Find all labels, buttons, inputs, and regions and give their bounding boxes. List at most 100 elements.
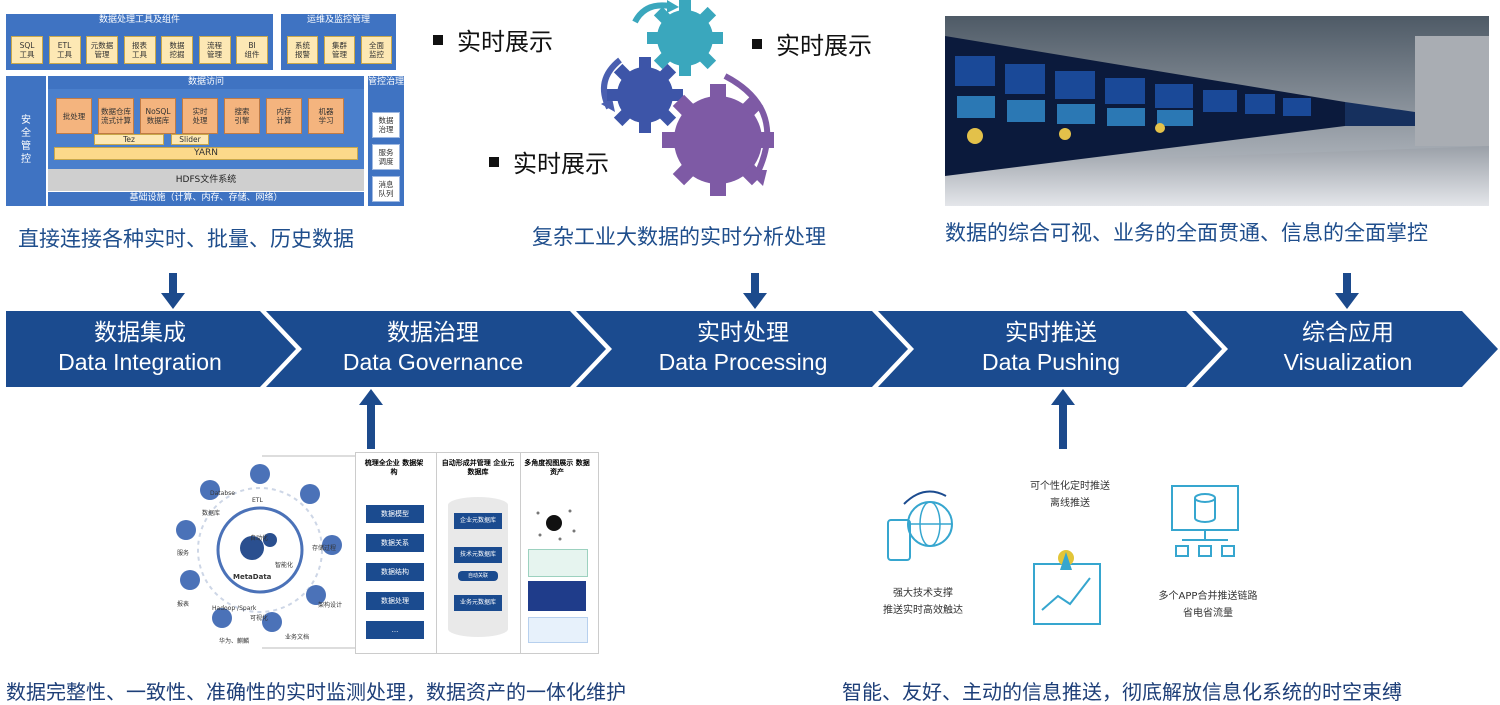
bullet-realtime-3: 实时展示 (489, 144, 609, 179)
bullet-square-icon (752, 39, 762, 49)
ring-inner-auto: 自动化 (250, 535, 269, 542)
up-arrow-icon (1051, 389, 1075, 449)
stage-en-label: Data Pushing (981, 349, 1121, 375)
ring-label-report: 报表 (177, 601, 190, 608)
yarn-bar: YARN (54, 147, 358, 160)
cycle-arrow-icon (632, 2, 671, 24)
security-label: 安全管控 (21, 115, 31, 165)
infra-bar: 基础设施（计算、内存、存储、网络） (48, 192, 364, 206)
col1-item: 数据结构 (366, 563, 424, 581)
globe-phone-icon (887, 490, 953, 561)
engine-box: 批处理 (56, 98, 92, 134)
control-room-photo (945, 16, 1489, 206)
governance-header: 管控治理 (368, 76, 404, 102)
bullet-realtime-2: 实时展示 (752, 26, 872, 61)
metadata-center-label: MetaData (233, 573, 272, 581)
chevron-integration (6, 311, 296, 387)
col1-item: ... (366, 621, 424, 639)
caption-processing: 复杂工业大数据的实时分析处理 (532, 225, 826, 249)
metadata-gear-icon (240, 533, 277, 560)
db-label-link: 自动关联 (458, 571, 498, 581)
ring-label-service: 服务 (177, 550, 190, 557)
tez-bar: Tez (94, 134, 164, 145)
stage-governance: 数据治理 Data Governance (300, 319, 566, 377)
tools-header: 数据处理工具及组件 (6, 14, 273, 28)
bullet-square-icon (489, 157, 499, 167)
ops-header: 运维及监控管理 (281, 14, 396, 28)
stage-integration: 数据集成 Data Integration (20, 319, 260, 377)
chevron-visualization (1192, 311, 1498, 387)
stage-pushing: 实时推送 Data Pushing (920, 319, 1182, 377)
chevron-governance (266, 311, 606, 387)
metadata-table: 梳理全企业 数据架构 自动形成并管理 企业元数据库 多角度视图展示 数据资产 企… (355, 452, 599, 654)
col1-item: 数据处理 (366, 592, 424, 610)
down-arrow-icon (1335, 273, 1359, 309)
tool-box: BI 组件 (236, 36, 268, 64)
engine-box: 实时 处理 (182, 98, 218, 134)
bullet-text: 实时展示 (776, 32, 872, 60)
ring-inner-visual: 可视化 (250, 615, 269, 622)
gear-blue-icon (607, 57, 683, 133)
divider (436, 453, 437, 653)
bracket-lines (262, 455, 356, 649)
architecture-diagram: 数据处理工具及组件 运维及监控管理 数据访问 安全管控 Tez Slider Y… (6, 14, 404, 206)
metadata-ring (176, 464, 342, 632)
bullet-text: 实时展示 (513, 150, 609, 178)
stage-en-label: Data Governance (342, 349, 524, 375)
down-arrow-icon (743, 273, 767, 309)
tool-box: 报表 工具 (123, 36, 156, 64)
view-list (528, 617, 588, 643)
db-label-enterprise: 企业元数据库 (454, 513, 502, 529)
rocket-chart-icon (1033, 550, 1101, 625)
db-label-business: 业务元数据库 (454, 595, 502, 611)
bullet-realtime-1: 实时展示 (433, 22, 553, 57)
push-feature-left: 强大技术支撑 推送实时高效触达 (883, 588, 963, 616)
ops-box: 集群 管理 (324, 36, 355, 64)
engine-box: 搜索 引擎 (224, 98, 260, 134)
access-header: 数据访问 (48, 76, 364, 89)
stage-en-label: Visualization (1283, 349, 1413, 375)
cycle-arrow-icon (723, 73, 771, 180)
chevron-processing (576, 311, 908, 387)
view-scatter (530, 503, 582, 543)
stage-cn-label: 实时推送 (1005, 320, 1097, 346)
bullet-square-icon (433, 35, 443, 45)
stage-en-label: Data Processing (658, 349, 828, 375)
arrowhead-icon (601, 98, 615, 112)
ring-label-design: 架构设计 (318, 602, 343, 609)
col-header-3: 多角度视图展示 数据资产 (524, 459, 590, 476)
ring-label-databse: Databse (210, 490, 235, 497)
tool-box: SQL 工具 (11, 36, 43, 64)
server-network-icon (1171, 485, 1239, 557)
tool-box: 数据 挖掘 (161, 36, 193, 64)
view-dashboard (528, 581, 586, 611)
hdfs-bar: HDFS文件系统 (48, 169, 364, 191)
tool-box: ETL 工具 (48, 36, 81, 64)
stage-cn-label: 综合应用 (1302, 320, 1394, 346)
ops-box: 全面 监控 (361, 36, 392, 64)
push-feature-top: 可个性化定时推送 离线推送 (1030, 481, 1110, 509)
ring-label-doc: 业务文档 (285, 634, 310, 641)
ops-box: 系统 报警 (287, 36, 318, 64)
bullet-text: 实时展示 (457, 28, 553, 56)
gear-purple-icon (662, 84, 774, 196)
ring-label-vendor: 华为、麒麟 (219, 638, 250, 645)
engine-box: 数据仓库 流式计算 (98, 98, 134, 134)
tool-box: 流程 管理 (198, 36, 231, 64)
governance-box: 数据 治理 (372, 112, 400, 138)
push-feature-right: 多个APP合并推送链路 省电省流量 (1158, 591, 1258, 619)
tool-box: 元数据 管理 (86, 36, 118, 64)
gears-graphic (600, 0, 774, 196)
pipeline-region: 数据集成 Data Integration 数据治理 Data Governan… (0, 273, 1500, 449)
stage-cn-label: 数据治理 (387, 320, 479, 346)
col1-item: 数据模型 (366, 505, 424, 523)
ring-label-etl: ETL (252, 497, 263, 504)
stage-processing: 实时处理 Data Processing (610, 319, 876, 377)
stage-cn-label: 实时处理 (697, 320, 789, 346)
divider (520, 453, 521, 653)
down-arrow-icon (161, 273, 185, 309)
stage-en-label: Data Integration (58, 349, 222, 375)
security-panel (6, 76, 46, 206)
pipeline-chevrons (6, 311, 1498, 387)
ring-label-db: 数据库 (202, 510, 221, 517)
